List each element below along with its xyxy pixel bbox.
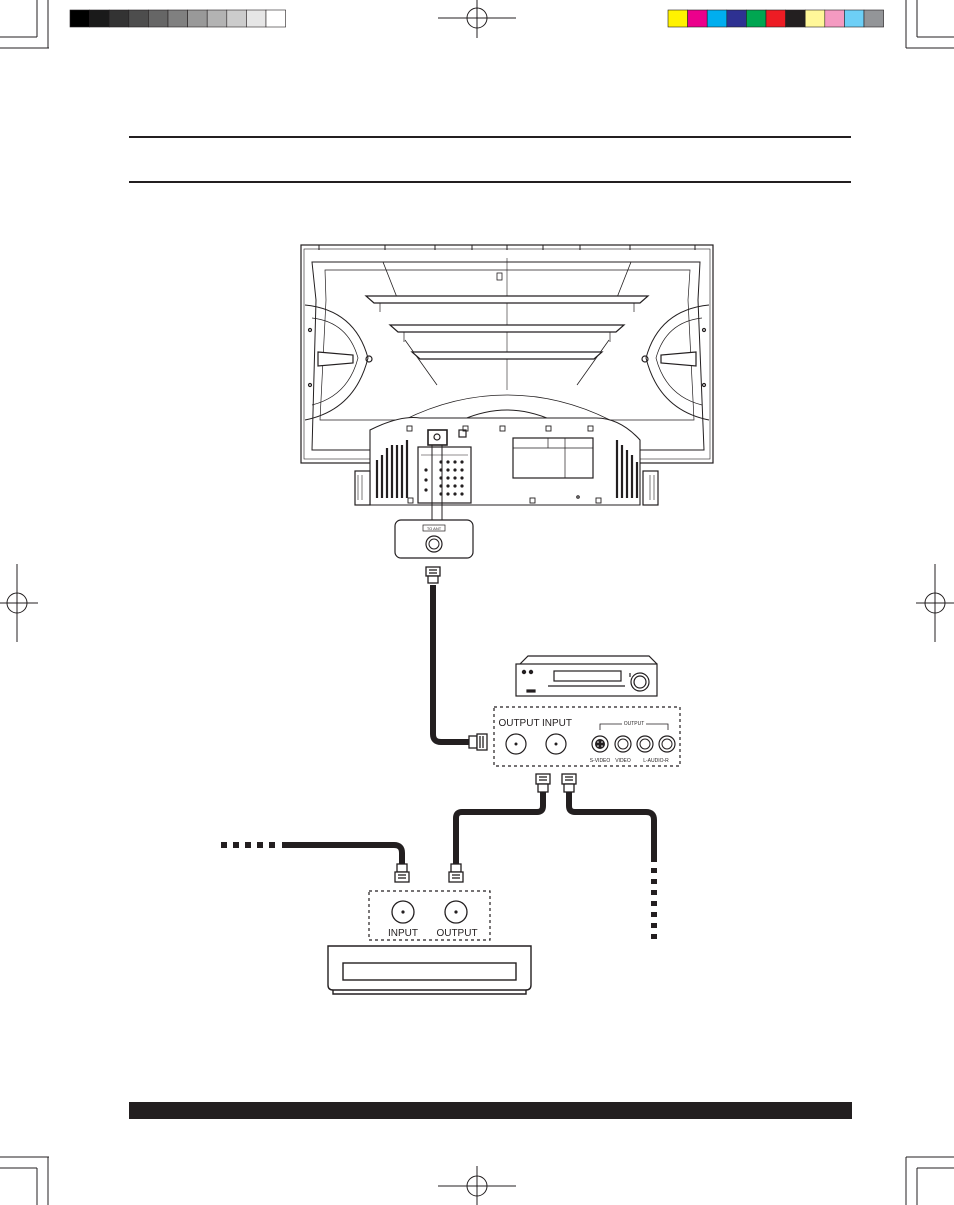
grayscale-swatch (227, 10, 247, 27)
registration-mark-right (916, 564, 954, 642)
f-connector-icon (449, 864, 463, 882)
grayscale-swatch (168, 10, 188, 27)
vcr-video-label: VIDEO (615, 758, 631, 764)
registration-mark-left (0, 564, 38, 642)
color-swatch (727, 10, 747, 27)
coax-cable-vcr-to-signal-source (562, 774, 654, 945)
registration-mark-top (438, 0, 516, 38)
f-connector-icon (562, 774, 576, 792)
coax-cable-vcr-to-cablebox (449, 774, 550, 882)
color-bar (668, 10, 884, 27)
footer-bar (129, 1102, 852, 1119)
grayscale-swatch (90, 10, 110, 27)
color-swatch (786, 10, 806, 27)
vcr-illustration (516, 656, 657, 696)
color-swatch (864, 10, 884, 27)
grayscale-bar (70, 10, 286, 27)
cable-box-rear-panel: INPUT OUTPUT (369, 891, 490, 940)
tv-rear-illustration (301, 245, 713, 505)
vcr-svideo-label: S-VIDEO (590, 758, 611, 764)
tv-terminal-label: TO ANT (427, 526, 442, 531)
registration-mark-bottom (438, 1166, 516, 1205)
vcr-audio-left-jack (637, 736, 653, 752)
vcr-antenna-output-label: OUTPUT (498, 718, 539, 729)
grayscale-swatch (246, 10, 266, 27)
vcr-audio-right-jack (659, 736, 675, 752)
grayscale-swatch (129, 10, 149, 27)
f-connector-icon (395, 864, 409, 882)
color-swatch (766, 10, 786, 27)
grayscale-swatch (266, 10, 286, 27)
cable-box-output-label: OUTPUT (436, 928, 477, 939)
cable-box-input-label: INPUT (388, 928, 418, 939)
f-connector-icon (469, 734, 487, 750)
tv-antenna-terminal: TO ANT (395, 520, 473, 558)
f-connector-icon (536, 774, 550, 792)
color-swatch (668, 10, 688, 27)
tv-antenna-jack (426, 536, 442, 552)
color-swatch (746, 10, 766, 27)
vcr-av-output-label: OUTPUT (624, 721, 645, 727)
vcr-video-jack (615, 736, 631, 752)
coax-cable-antenna-to-cablebox (221, 845, 409, 882)
grayscale-swatch (109, 10, 129, 27)
color-swatch (707, 10, 727, 27)
color-swatch (688, 10, 708, 27)
grayscale-swatch (148, 10, 168, 27)
vcr-audio-label: L-AUDIO-R (643, 758, 669, 764)
grayscale-swatch (188, 10, 208, 27)
color-swatch (844, 10, 864, 27)
vcr-antenna-input-label: INPUT (542, 718, 572, 729)
f-connector-icon (426, 567, 440, 583)
vcr-rear-panel: OUTPUT INPUT OUTPUT S-VIDEO VIDEO L-AUDI… (494, 707, 680, 766)
cable-box-illustration (328, 946, 531, 994)
coax-cable-tv-to-vcr (426, 567, 487, 750)
color-swatch (825, 10, 845, 27)
grayscale-swatch (207, 10, 227, 27)
grayscale-swatch (70, 10, 90, 27)
color-swatch (805, 10, 825, 27)
